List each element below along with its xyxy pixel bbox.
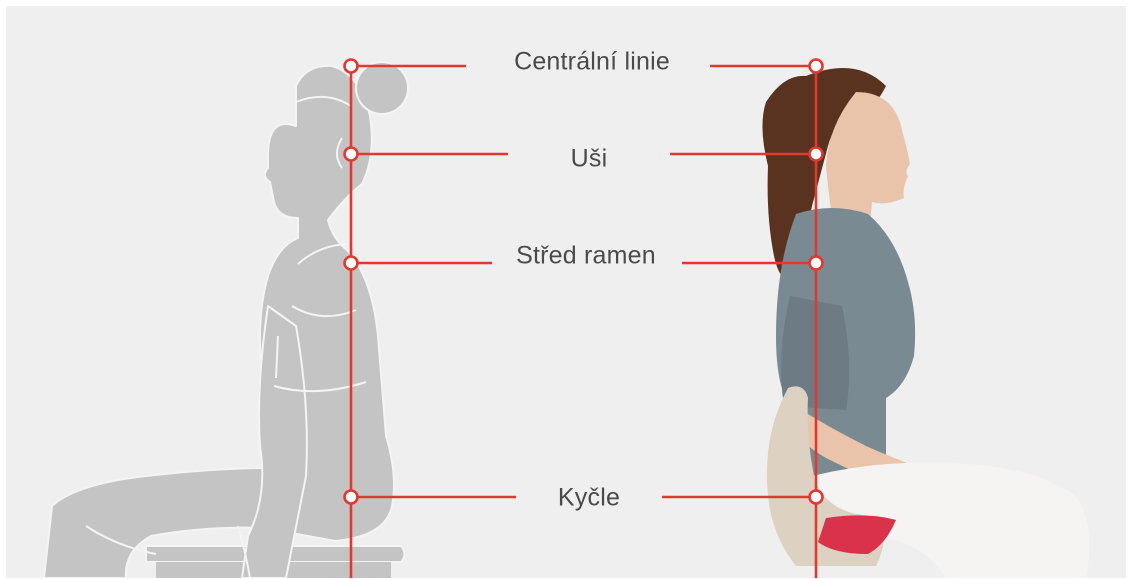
marker-central-right xyxy=(810,60,823,73)
marker-ears-left xyxy=(345,148,358,161)
marker-shoulders-left xyxy=(345,257,358,270)
posture-seat-cushion xyxy=(818,515,896,554)
markers xyxy=(345,60,823,504)
silhouette-body xyxy=(44,66,394,578)
marker-hips-left xyxy=(345,491,358,504)
silhouette-arm xyxy=(242,306,307,578)
label-central-line: Centrální linie xyxy=(514,48,670,77)
marker-central-left xyxy=(345,60,358,73)
silhouette-hair-bun xyxy=(356,62,408,114)
marker-shoulders-right xyxy=(810,257,823,270)
marker-hips-right xyxy=(810,491,823,504)
marker-ears-right xyxy=(810,148,823,161)
label-ears: Uši xyxy=(571,145,608,174)
label-hips: Kyčle xyxy=(558,484,620,513)
posture-diagram: Centrální linie Uši Střed ramen Kyčle xyxy=(6,6,1126,578)
label-shoulder-center: Střed ramen xyxy=(516,242,656,271)
